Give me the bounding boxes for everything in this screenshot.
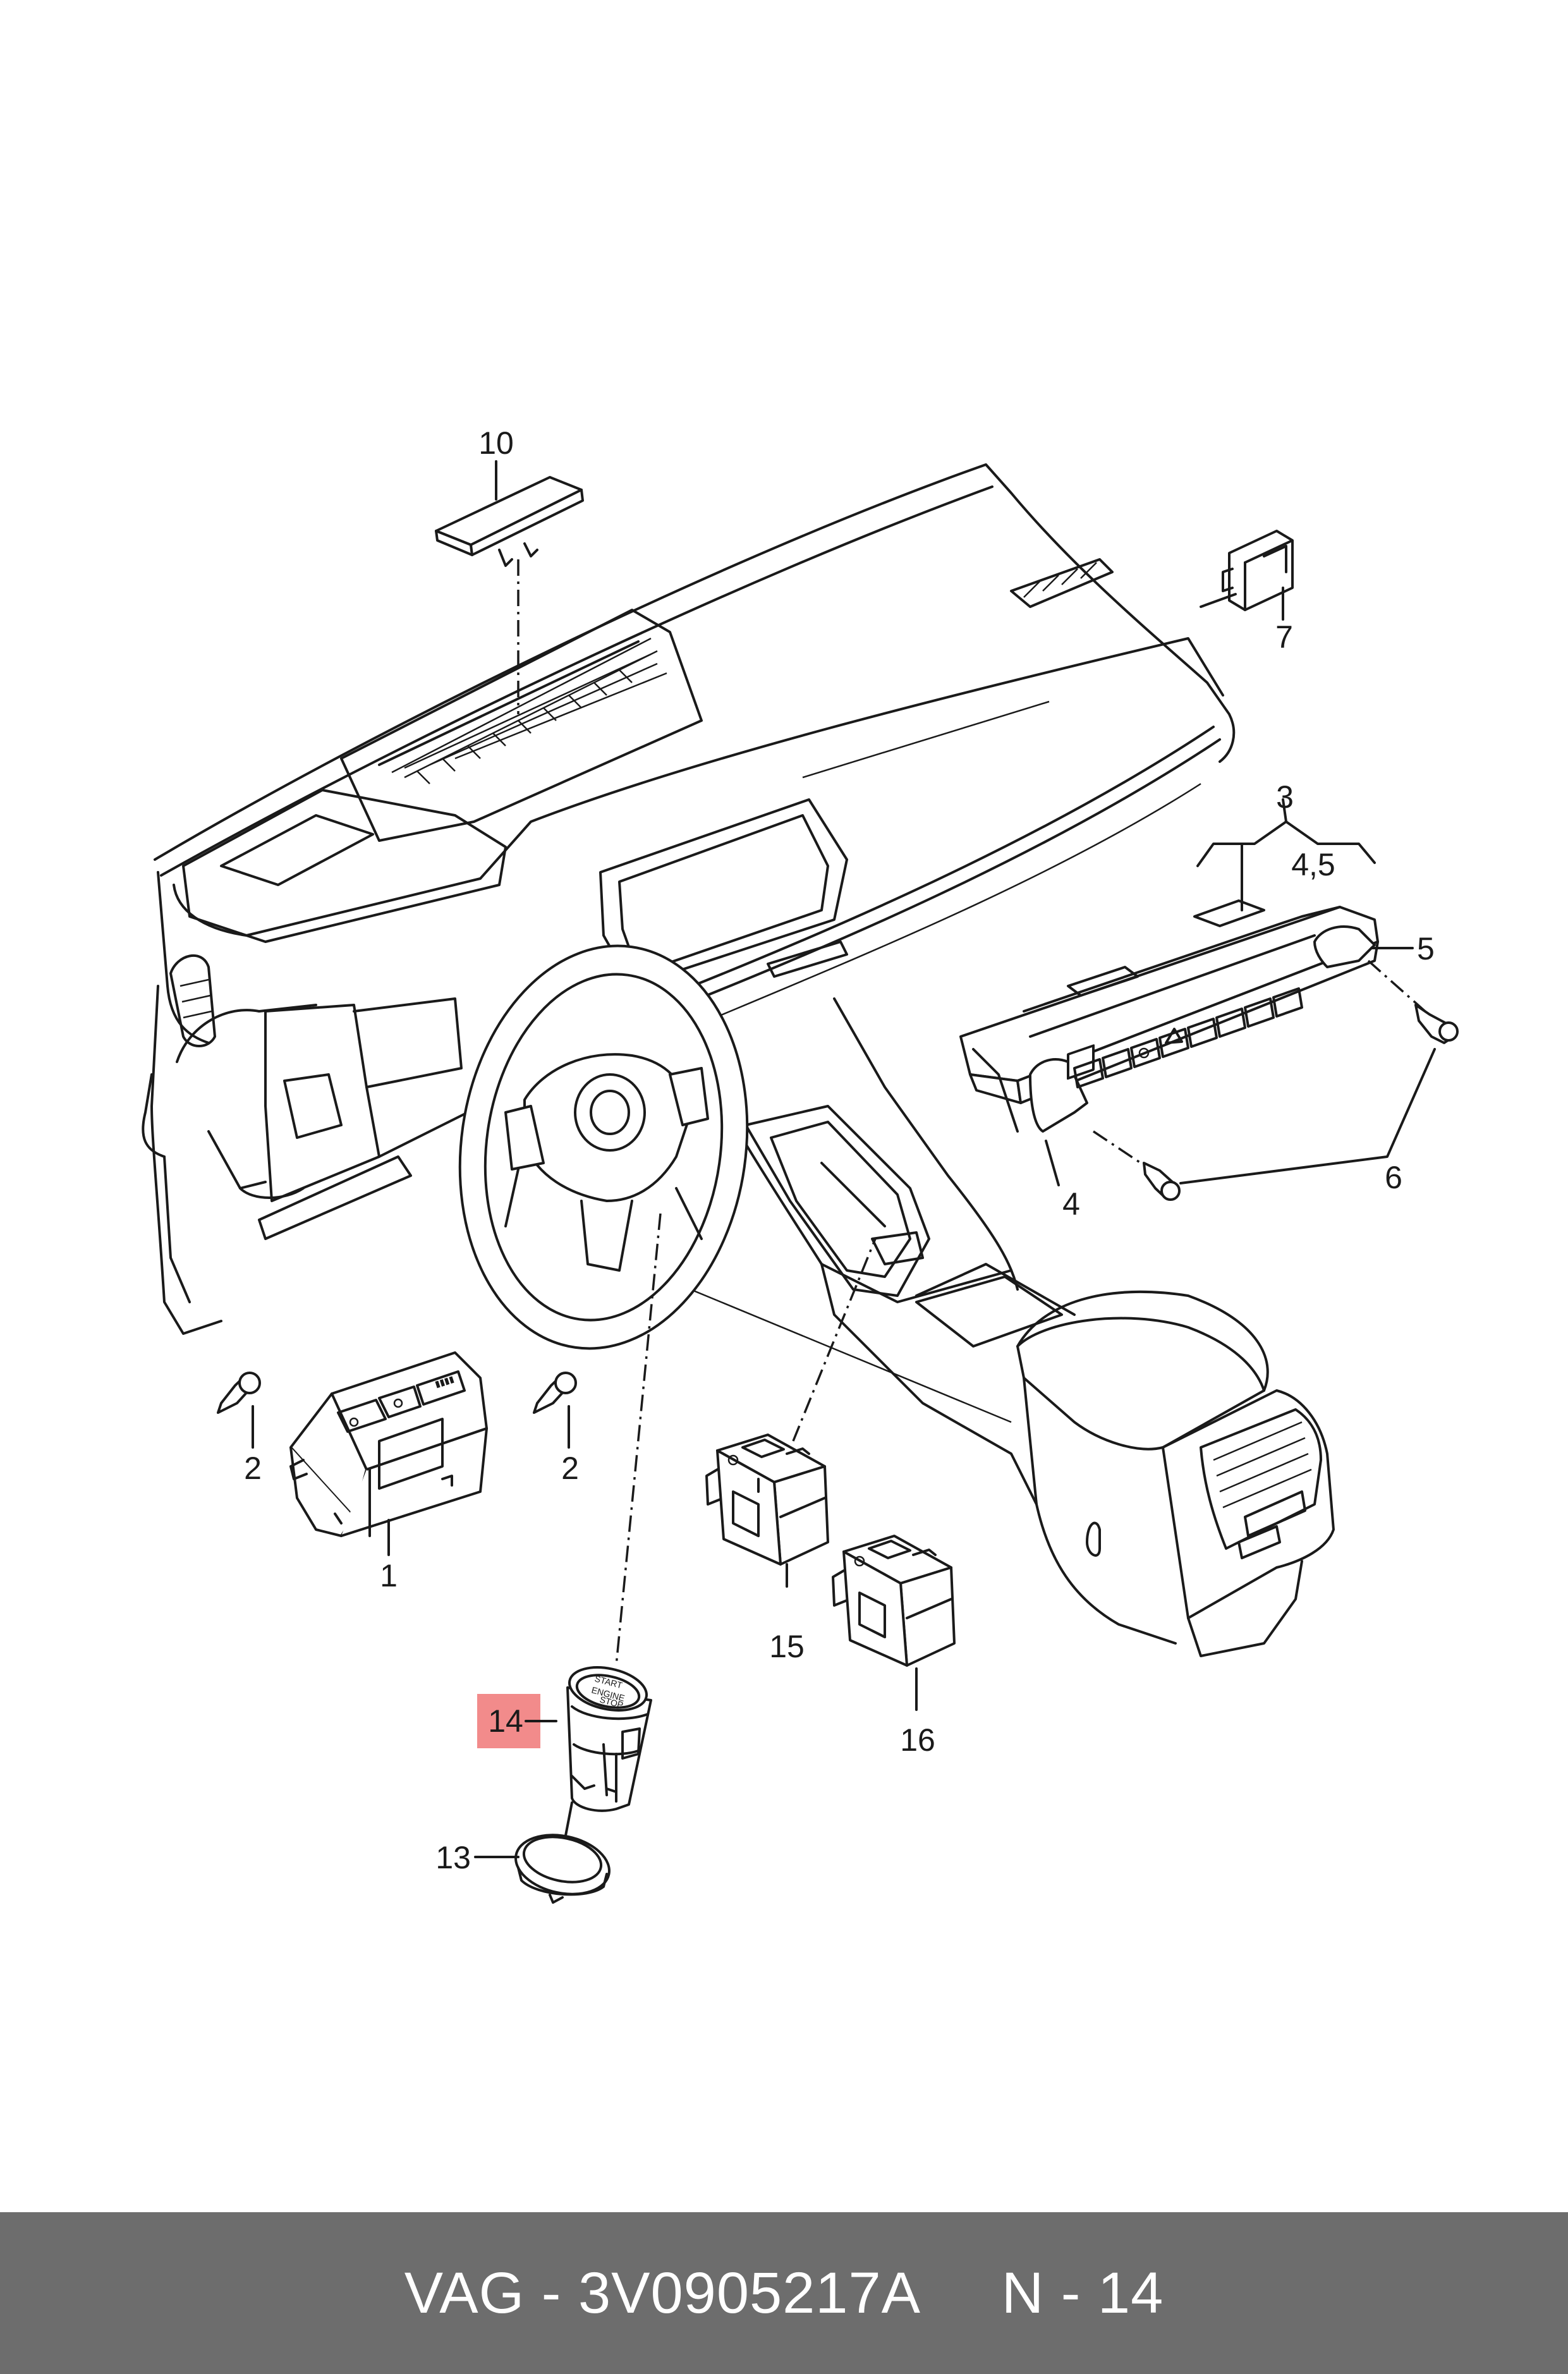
leader-line-14-up	[615, 1213, 662, 1666]
leader-line-15-up	[792, 1238, 877, 1442]
part-7-switch	[1222, 530, 1294, 611]
bracket-3	[1196, 820, 1376, 867]
callout-10: 10	[478, 425, 514, 461]
part-15-switch	[705, 1434, 829, 1566]
callout-13: 13	[435, 1840, 471, 1875]
callout-15: 15	[769, 1629, 805, 1664]
callout-2-right: 2	[561, 1451, 579, 1486]
part-3-switch-panel	[959, 899, 1379, 1133]
callout-2-left: 2	[244, 1451, 262, 1486]
leader-line-4	[1045, 1140, 1060, 1186]
callout-7: 7	[1275, 619, 1293, 655]
center-console	[644, 997, 1335, 1657]
callout-16: 16	[900, 1722, 935, 1758]
callout-6: 6	[1385, 1160, 1402, 1195]
callout-4: 4	[1062, 1186, 1080, 1222]
part-13-ring	[514, 1834, 611, 1904]
part-number-label: VAG - 3V0905217A N - 14	[404, 2260, 1164, 2325]
steering-wheel	[458, 944, 749, 1350]
part-2-screws	[217, 1372, 577, 1449]
part-1-module: ▮▮▮▮	[289, 1351, 488, 1537]
parts-diagram: ▮▮▮▮	[142, 425, 1459, 1904]
leader-line-7a	[1200, 593, 1237, 608]
callout-line-3	[1282, 798, 1287, 823]
callout-14: 14	[488, 1703, 523, 1739]
part-6-screws	[1093, 959, 1459, 1201]
callout-5: 5	[1417, 931, 1435, 966]
dashboard-outline	[142, 463, 1236, 1335]
callout-3: 3	[1276, 779, 1294, 815]
part-14-start-stop-button: START ENGINE STOP	[566, 1666, 652, 1812]
part-10-cover	[435, 476, 584, 567]
callout-4-5: 4,5	[1291, 847, 1335, 882]
footer-bar: VAG - 3V0905217A N - 14	[0, 2212, 1568, 2374]
part-16-switch	[832, 1535, 956, 1667]
callout-1: 1	[380, 1558, 398, 1593]
